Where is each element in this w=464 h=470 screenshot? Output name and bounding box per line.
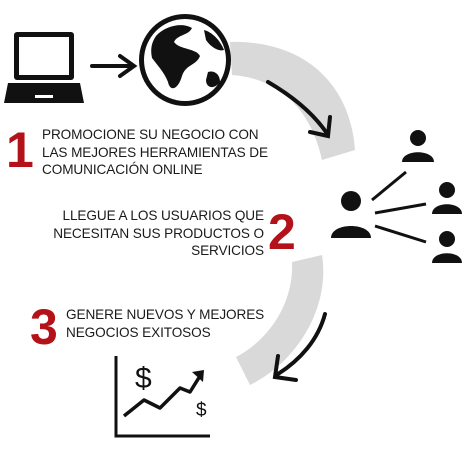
dollar-small-icon: $ — [196, 400, 207, 421]
step-2-line-1: LLEGUE A LOS USUARIOS QUE — [62, 208, 265, 223]
laptop-icon — [4, 32, 84, 103]
globe-icon — [139, 14, 231, 106]
step-3-number: 3 — [30, 299, 58, 355]
step-2-text: LLEGUE A LOS USUARIOS QUE NECESITAN SUS … — [53, 207, 264, 260]
step-1-line-3: COMUNICACIÓN ONLINE — [42, 162, 203, 177]
dollar-large-icon: $ — [135, 362, 152, 395]
arrow-down-left-icon — [272, 312, 327, 382]
step-1-text: PROMOCIONE SU NEGOCIO CON LAS MEJORES HE… — [42, 126, 268, 179]
step-1-line-2: LAS MEJORES HERRAMIENTAS DE — [42, 144, 268, 160]
step-2-number: 2 — [268, 204, 296, 260]
step-3-text: GENERE NUEVOS Y MEJORES NEGOCIOS EXITOSO… — [66, 306, 264, 341]
step-3-line-1: GENERE NUEVOS Y MEJORES — [66, 307, 265, 322]
step-3-line-2: NEGOCIOS EXITOSOS — [66, 324, 211, 340]
arrow-right-icon — [90, 54, 138, 78]
step-2-line-2: NECESITAN SUS PRODUCTOS O — [53, 225, 264, 241]
step-1-number: 1 — [6, 122, 34, 178]
users-network-icon — [331, 130, 462, 263]
step-1-line-1: PROMOCIONE SU NEGOCIO CON — [42, 127, 259, 142]
arrow-down-right-icon — [266, 80, 332, 139]
growth-chart-icon: $ $ — [114, 356, 210, 438]
step-2-line-3: SERVICIOS — [191, 243, 264, 258]
